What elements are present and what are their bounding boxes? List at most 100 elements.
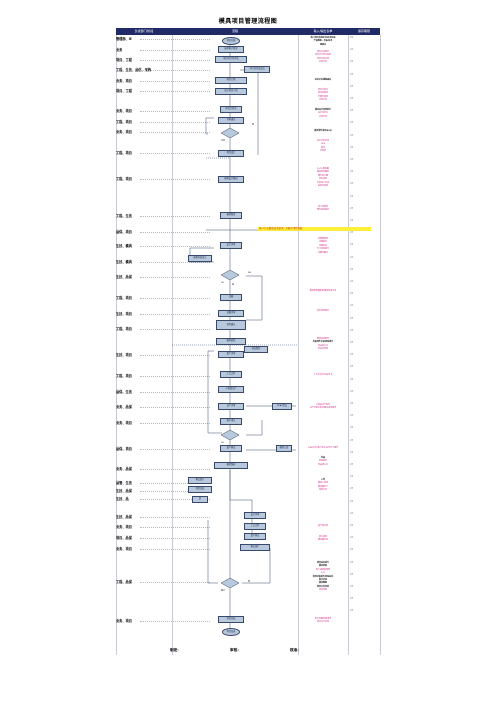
form-block: 样品检验报告样品承认书 (300, 457, 346, 467)
form-block: 量产移交单 (300, 525, 346, 528)
department-guide-line (140, 122, 210, 123)
branch-label: 否 (252, 124, 255, 126)
form-line: 移交清单 (318, 536, 327, 538)
form-line: PPAP文件/客户承认书/全尺寸报告 (307, 447, 339, 449)
keep-period: 3年 (350, 573, 354, 576)
form-line: 模具设计评审报告 (314, 109, 331, 111)
flow-step: 模具制造 (220, 212, 242, 219)
keep-period: 3年 (350, 354, 354, 357)
keep-period: 3年 (350, 561, 354, 564)
department-label: 品保、项目 (116, 230, 132, 234)
department-guide-line (140, 469, 210, 470)
department-guide-line (140, 329, 210, 330)
department-guide-line (140, 179, 210, 180)
form-block: 试模通知单试模报告试模样品尺寸检验报告试模问题点 (300, 238, 346, 255)
flow-step: 移交量产 (188, 477, 212, 484)
form-line: 试模报告 (318, 241, 327, 244)
flow-step: 评审通过 (218, 117, 244, 124)
flow-step: 工艺文件 (244, 523, 266, 530)
flow-step: 试模评审 (218, 310, 244, 317)
form-block: PPAP文件/客户承认书/全尺寸报告 (300, 447, 346, 450)
form-line: 模具履历卡 (317, 485, 328, 488)
form-line: 设计评审记录 (316, 140, 329, 142)
flow-step: 设计评审 (220, 242, 242, 249)
form-block: 模具验收报告样品制作记录/检验报告样品承认书样品送样单 (300, 338, 346, 352)
flow-step: 项目可行性评估 (215, 56, 247, 63)
form-line: 入库 (320, 479, 325, 481)
form-line: 模具验收报告 (316, 338, 329, 340)
form-block: 项目评估报告项目可行性评估表项目开发计划会议记录 (300, 51, 346, 65)
form-line: 模具档案 (318, 565, 327, 568)
keep-period: 3年 (350, 451, 354, 454)
department-label: 品保、生技 (116, 390, 132, 394)
department-label: 生技、模具 (116, 244, 132, 248)
keep-period: 3年 (350, 610, 354, 613)
flow-step: 模具验收 (216, 338, 246, 345)
keep-period: 3年 (350, 37, 354, 39)
form-line: 试模问题点 (317, 251, 328, 254)
form-line: 项目文件存档 (316, 621, 329, 624)
flow-step: 设计评审 (244, 512, 266, 519)
form-line: 产品图纸、样品/技术 (313, 40, 333, 43)
form-line: 开模申请单 (317, 95, 328, 98)
flow-step: 移交量产 (240, 544, 270, 551)
department-label: 业务、项目 (116, 547, 132, 551)
department-label: 工程、项目 (116, 296, 132, 300)
department-label: 业务、项目 (116, 109, 132, 113)
keep-period: 3年 (350, 415, 354, 418)
department-guide-line (140, 132, 210, 133)
keep-period: 3年 (350, 268, 354, 271)
decision-label: 评审 (221, 140, 226, 142)
department-guide-line (140, 246, 210, 247)
department-label: 项目、工程 (116, 89, 132, 93)
keep-period: 3年 (350, 549, 354, 552)
department-label: 工程、项目 (116, 120, 132, 124)
department-label: 品管、生技 (116, 481, 132, 485)
form-line: 加工进度表 (317, 206, 328, 208)
department-guide-line (140, 407, 210, 408)
department-guide-line (140, 449, 210, 450)
keep-period: 3年 (350, 146, 354, 149)
keep-period: 3年 (350, 525, 354, 527)
form-line: 项目可行性评估表 (314, 54, 331, 57)
flow-step: 小批量试产 (218, 386, 244, 393)
flow-step: 模具设计输出 (218, 176, 244, 183)
form-block: 工艺文件/作业指导书 (300, 374, 346, 377)
keep-period: 3年 (350, 366, 354, 369)
branch-label: 是 (232, 284, 235, 286)
flow-step: 首件确认 (216, 320, 246, 330)
department-guide-line (140, 70, 210, 71)
department-guide-line (140, 232, 210, 233)
flow-step: 模具入库 (276, 445, 292, 452)
form-line: 设计任务书 (317, 112, 328, 115)
form-line: 模具修改通知单/模具修改记录 (309, 290, 337, 292)
form-line: 试模通知单 (317, 238, 328, 240)
department-label: 业务、项目 (116, 525, 132, 529)
department-label: 工程、项目 (116, 327, 132, 331)
form-line: 项目总结报告 (316, 562, 329, 564)
form-block: 加工进度表零件检验报告 (300, 206, 346, 213)
flow-step: 是 (192, 496, 208, 503)
form-line: 试模样品 (318, 244, 327, 247)
keep-period: 3年 (350, 159, 354, 161)
department-label: 业务、项目 (116, 421, 132, 425)
department-guide-line (140, 517, 210, 518)
flow-decision: 评审 (221, 128, 239, 142)
department-label: 业务、项目 (116, 130, 132, 134)
form-line: 模具入库单 (317, 482, 328, 485)
department-label: 工程、项目 (116, 151, 132, 155)
department-label: 业务 (116, 48, 123, 52)
keep-period: 3年 (350, 598, 354, 601)
form-block: 技术文件/图纸确认 (300, 79, 346, 82)
form-block: 客户询价单/报价单/技术协议产品图纸、样品/技术规格书 (300, 37, 346, 47)
flow-step: 样品制作 (244, 346, 268, 353)
department-label: 业务、项目 (116, 619, 132, 623)
form-line: 样品承认书 (317, 463, 328, 466)
form-block: 模具修改通知单/模具修改记录 (300, 290, 346, 293)
department-label: 生技、品保 (116, 275, 132, 279)
department-label: 工程、项目 (116, 374, 132, 378)
form-line: 评审记录 (318, 99, 327, 102)
department-guide-line (140, 314, 210, 315)
department-guide-line (140, 538, 210, 539)
